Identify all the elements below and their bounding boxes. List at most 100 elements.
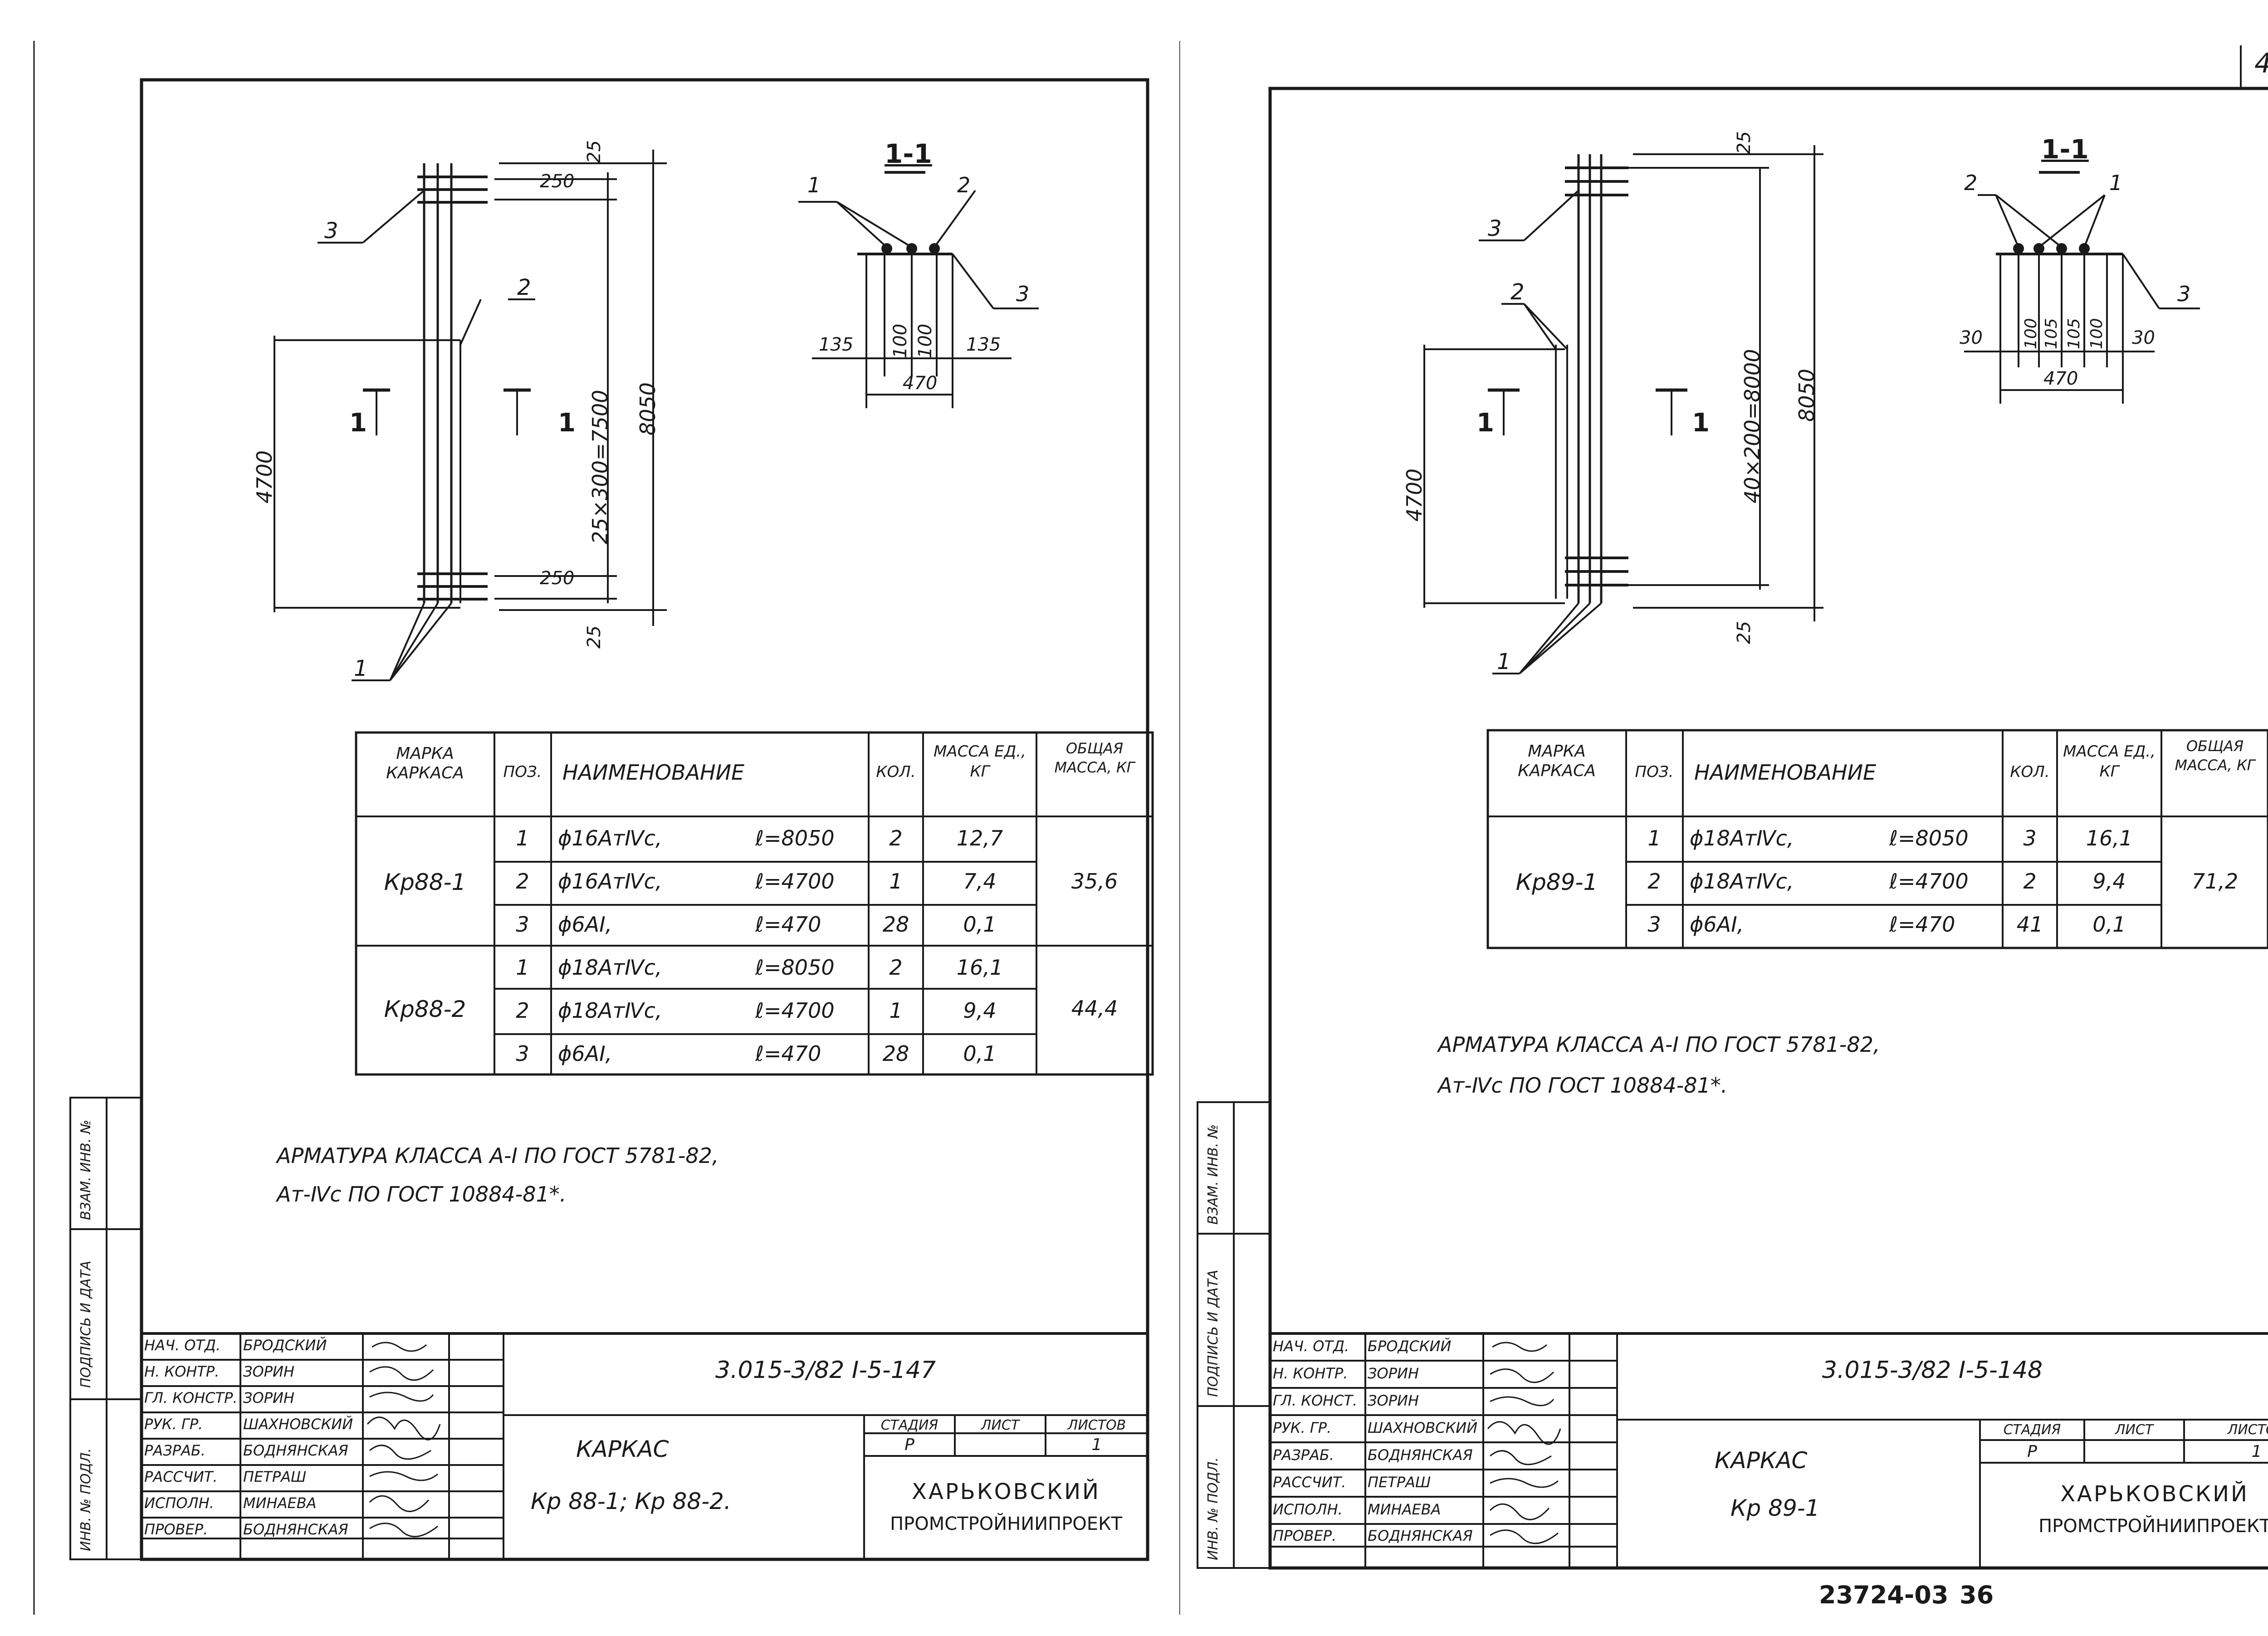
stamp-sheets-head: ЛИСТОВ [2227,1422,2268,1438]
section-dim-c: 105 [2065,318,2083,349]
r1-mass: 16,1 [2086,826,2133,850]
group-total-1: 35,6 [1071,869,1118,894]
note-line-2: Ат-Ⅳс ПО ГОСТ 10884-81*. [1438,1073,1728,1098]
group-mark-2: Кр88-2 [384,996,466,1022]
th-total-mass: ОБЩАЯ МАССА, КГ [2175,737,2255,774]
side-label-sign: ПОДПИСЬ И ДАТА [78,1260,94,1388]
side-label-sign: ПОДПИСЬ И ДАТА [1205,1270,1221,1397]
dim-total: 8050 [1794,368,1819,422]
g2-r2-pos: 2 [516,998,529,1023]
callout-2: 2 [517,275,531,300]
r3-name: ϕ6АⅠ, [1690,912,1744,937]
stamp-name-8: БОДНЯНСКАЯ [243,1521,348,1538]
g2-r3-len: ℓ=470 [755,1041,821,1066]
section-dim-right: 135 [966,334,1001,355]
stamp-role-4: РУК. ГР. [1273,1419,1332,1436]
g1-r1-len: ℓ=8050 [755,826,835,850]
stamp-role-1: НАЧ. ОТД. [1273,1338,1349,1355]
stamp-role-7: ИСПОЛН. [1273,1501,1343,1518]
callout-3: 3 [1488,216,1502,241]
stamp-name-6: ПЕТРАШ [1368,1474,1431,1491]
group-total-2: 44,4 [1071,996,1118,1021]
stamp-org-1: ХАРЬКОВСКИЙ [912,1479,1100,1504]
stamp-stage-head: СТАДИЯ [2003,1422,2061,1438]
stamp-title: КАРКАС [576,1436,669,1462]
stamp-sheet-head: ЛИСТ [981,1417,1020,1433]
stamp-subtitle: Кр 88-1; Кр 88-2. [531,1488,731,1514]
stamp-name-7: МИНАЕВА [1368,1501,1441,1518]
right-drawing-graphics [1179,41,2268,1615]
g1-r2-qty: 1 [889,869,903,894]
callout-1: 1 [1497,649,1511,674]
section-dim-b: 105 [2042,318,2061,349]
th-unit-mass: МАССА ЕД., КГ [2063,742,2156,781]
footer-sheet-index: 36 [1960,1581,1994,1609]
stamp-role-6: РАССЧИТ. [144,1468,218,1485]
r3-mass: 0,1 [2092,912,2126,937]
g2-r2-len: ℓ=4700 [755,998,835,1023]
stamp-name-4: ШАХНОВСКИЙ [1368,1419,1478,1436]
drawing-sheet-right: 44 3 2 1 1 1 25 25 40×200=8000 8050 4700… [1179,0,2268,1636]
section-dim-d: 100 [2087,318,2106,349]
stamp-role-8: ПРОВЕР. [144,1521,208,1538]
signatures-right [1487,1342,1561,1544]
stamp-doc-code: 3.015-3/82 Ⅰ-5-147 [715,1357,936,1384]
g1-r1-name: ϕ16АтⅣс, [558,826,662,850]
section-title: 1-1 [885,138,932,169]
section-mark-right: 1 [1692,408,1710,438]
r2-mass: 9,4 [2092,869,2126,894]
stamp-role-2: Н. КОНТР. [1273,1365,1348,1382]
g2-r2-qty: 1 [889,998,903,1023]
stamp-name-8: БОДНЯНСКАЯ [1368,1527,1473,1544]
dim-spacing: 40×200=8000 [1740,349,1765,504]
th-name: НАИМЕНОВАНИЕ [562,760,745,785]
g1-r1-mass: 12,7 [956,826,1003,850]
stamp-org-2: ПРОМСТРОЙНИИПРОЕКТ [2038,1516,2268,1537]
stamp-sheets-head: ЛИСТОВ [1067,1417,1126,1433]
g2-r1-pos: 1 [516,955,529,980]
section-dim-b: 100 [915,323,936,358]
stamp-name-1: БРОДСКИЙ [243,1337,327,1354]
th-qty: КОЛ. [876,763,916,781]
section-dim-right: 30 [2132,327,2155,348]
th-name: НАИМЕНОВАНИЕ [1694,760,1877,785]
g1-r1-pos: 1 [516,826,529,850]
th-unit-mass: МАССА ЕД., КГ [934,742,1026,781]
side-label-replace: ВЗАМ. ИНВ. № [78,1119,94,1220]
section-dim-left: 30 [1960,327,1983,348]
r3-qty: 41 [2016,912,2043,937]
r1-pos: 1 [1647,826,1661,850]
g1-r3-mass: 0,1 [963,912,997,937]
dim-bottom-gap: 25 [584,625,605,649]
g2-r1-mass: 16,1 [956,955,1003,980]
note-line-1: АРМАТУРА КЛАССА А-Ⅰ ПО ГОСТ 5781-82, [1438,1032,1880,1057]
th-mark: МАРКА КАРКАСА [386,744,464,783]
group-mark-1: Кр88-1 [384,869,466,895]
group-mark-1: Кр89-1 [1515,869,1598,895]
section-mark-left: 1 [1476,408,1494,438]
r1-name: ϕ18АтⅣс, [1690,826,1794,850]
g1-r2-pos: 2 [516,869,529,894]
callout-1: 1 [354,656,368,681]
r2-len: ℓ=4700 [1889,869,1969,894]
stamp-name-5: БОДНЯНСКАЯ [1368,1446,1473,1464]
section-dim-total: 470 [903,373,938,394]
g1-r1-qty: 2 [889,826,903,850]
stamp-role-3: ГЛ. КОНСТР. [144,1389,238,1406]
callout-3: 3 [324,218,338,244]
stamp-role-3: ГЛ. КОНСТ. [1273,1392,1358,1409]
r3-len: ℓ=470 [1889,912,1955,937]
signatures-left [367,1342,441,1538]
stamp-name-2: ЗОРИН [1368,1365,1419,1382]
stamp-name-4: ШАХНОВСКИЙ [243,1416,353,1433]
dim-top-gap: 25 [1734,131,1755,154]
dim-bottom-width: 250 [540,568,575,589]
footer-archive-number: 23724-03 [1819,1581,1949,1609]
drawing-sheet-left: 3 2 1 1 1 250 250 25 25 25×300=7500 8050… [33,41,1154,1615]
section-dim-a: 100 [890,323,911,358]
section-dim-a: 100 [2022,318,2040,349]
th-pos: ПОЗ. [1635,763,1674,781]
stamp-role-2: Н. КОНТР. [144,1363,220,1380]
r2-pos: 2 [1647,869,1661,894]
dim-bottom-gap: 25 [1734,621,1755,644]
